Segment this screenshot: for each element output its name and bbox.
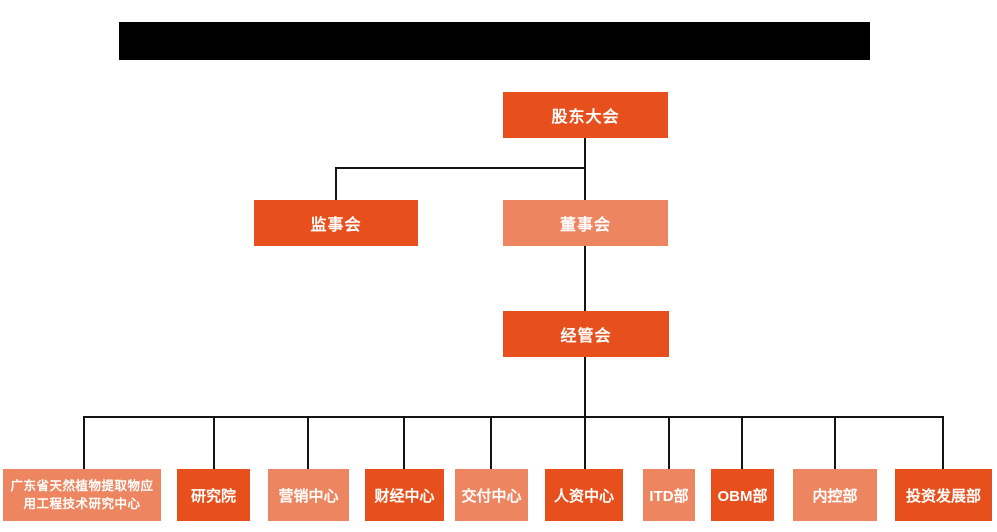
node-research-institute: 研究院 (177, 469, 250, 521)
node-management-committee: 经管会 (503, 311, 669, 357)
connector-to-hr-center (584, 416, 586, 469)
node-label: 人资中心 (553, 487, 614, 505)
connector-to-finance-center (403, 416, 405, 469)
node-investment-development-dept: 投资发展部 (895, 469, 992, 521)
node-shareholders-meeting: 股东大会 (503, 92, 668, 138)
node-label: 营销中心 (278, 487, 339, 505)
connector-lower-horizontal (83, 416, 944, 418)
node-research-center: 广东省天然植物提取物应用工程技术研究中心 (3, 469, 161, 521)
connector-to-supervisory-board (335, 167, 337, 201)
connector-shareholders-down (584, 138, 586, 201)
node-supervisory-board: 监事会 (254, 200, 418, 246)
node-delivery-center: 交付中心 (455, 469, 528, 521)
node-label: 交付中心 (461, 487, 522, 505)
node-label: 经管会 (560, 328, 612, 345)
connector-to-marketing-center (307, 416, 309, 469)
node-label: 广东省天然植物提取物应用工程技术研究中心 (10, 478, 154, 511)
node-label: 投资发展部 (905, 487, 981, 505)
node-label: 董事会 (559, 217, 611, 234)
node-label: OBM部 (717, 487, 768, 505)
connector-to-research-institute (213, 416, 215, 469)
connector-upper-horizontal (335, 167, 586, 169)
node-label: 股东大会 (551, 109, 620, 126)
node-internal-control-dept: 内控部 (793, 469, 877, 521)
node-label: 监事会 (310, 217, 362, 234)
node-obm-dept: OBM部 (711, 469, 774, 521)
node-hr-center: 人资中心 (545, 469, 623, 521)
connector-management-down (584, 357, 586, 417)
node-label: 内控部 (812, 487, 858, 505)
node-label: ITD部 (649, 487, 689, 505)
connector-to-investment-dev-dept (942, 416, 944, 469)
node-marketing-center: 营销中心 (268, 469, 349, 521)
connector-to-internal-control-dept (834, 416, 836, 469)
connector-to-obm-dept (741, 416, 743, 469)
connector-to-delivery-center (490, 416, 492, 469)
connector-to-itd-dept (668, 416, 670, 469)
node-itd-dept: ITD部 (643, 469, 695, 521)
node-finance-center: 财经中心 (365, 469, 444, 521)
node-label: 财经中心 (374, 487, 435, 505)
redacted-title-bar (119, 22, 870, 60)
node-label: 研究院 (190, 487, 236, 505)
node-board-of-directors: 董事会 (503, 200, 668, 246)
connector-board-to-management (584, 246, 586, 311)
connector-to-research-center (83, 416, 85, 469)
